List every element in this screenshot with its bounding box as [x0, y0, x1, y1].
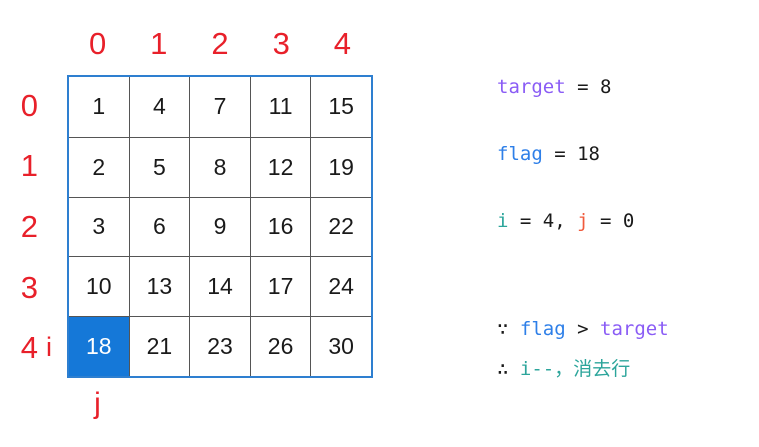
matrix-row: 10 13 14 17 24 — [69, 256, 371, 317]
token-equals: = — [542, 143, 578, 165]
matrix-cell-2-4[interactable]: 22 — [310, 197, 371, 257]
matrix-cell-0-3[interactable]: 11 — [249, 77, 311, 137]
matrix-cell-4-4[interactable]: 30 — [310, 317, 371, 376]
token-i: i — [497, 210, 509, 232]
matrix-cell-3-1[interactable]: 13 — [128, 257, 190, 317]
column-index-0: 0 — [88, 26, 107, 61]
annotation-panel: target = 8 flag = 18 i = 4, j = 0 ∵ flag… — [497, 62, 759, 442]
row-index-0: 0 — [20, 87, 38, 123]
column-pointer-mark-j: j — [94, 387, 101, 420]
column-index-header: 0 1 2 3 4 — [67, 22, 373, 66]
token-flag: flag — [497, 143, 543, 165]
matrix-cell-0-4[interactable]: 15 — [310, 77, 371, 137]
matrix-cell-0-0[interactable]: 1 — [92, 93, 106, 120]
token-i-value: 4 — [542, 210, 555, 232]
matrix-row: 2 5 8 12 19 — [69, 136, 371, 197]
row-index-header: 0 1 2 3 4 i — [0, 75, 64, 378]
matrix-cell-2-3[interactable]: 16 — [249, 197, 311, 257]
row-pointer-mark-i: i — [46, 332, 52, 363]
therefore-symbol-icon: ∴ — [497, 358, 509, 380]
matrix-cell-3-3[interactable]: 17 — [249, 257, 311, 317]
annotation-line-therefore: ∴ i--，消去行 — [497, 354, 630, 381]
matrix-cell-4-3[interactable]: 26 — [249, 317, 311, 376]
row-index-1: 1 — [20, 148, 38, 184]
token-equals: = — [588, 210, 623, 232]
row-index-entry-2: 2 — [0, 196, 64, 257]
matrix-cell-2-2[interactable]: 9 — [189, 197, 250, 257]
row-index-entry-3: 3 — [0, 257, 64, 318]
matrix-cell-2-1[interactable]: 6 — [128, 197, 190, 257]
token-target-value: 8 — [599, 76, 612, 98]
matrix-cell-4-1[interactable]: 21 — [128, 317, 190, 376]
row-index-2: 2 — [20, 208, 38, 244]
annotation-line-target: target = 8 — [497, 76, 611, 98]
column-index-3: 3 — [272, 26, 290, 61]
matrix-cell-1-0[interactable]: 2 — [92, 153, 106, 180]
matrix-cell-2-0[interactable]: 3 — [92, 213, 106, 240]
token-target: target — [600, 318, 669, 340]
matrix-cell-1-4[interactable]: 19 — [310, 137, 371, 197]
token-j-value: 0 — [622, 210, 635, 232]
matrix-cell-4-0-highlighted[interactable]: 18 — [69, 317, 129, 376]
token-space — [508, 318, 519, 340]
column-index-1: 1 — [150, 26, 168, 61]
matrix-cell-1-3[interactable]: 12 — [249, 137, 311, 197]
token-greater-than: > — [565, 318, 600, 340]
row-index-3: 3 — [20, 269, 38, 305]
row-index-entry-0: 0 — [0, 75, 64, 136]
token-j: j — [577, 210, 589, 232]
token-fullwidth-comma: ， — [554, 358, 574, 380]
matrix-cell-3-0[interactable]: 10 — [86, 273, 112, 300]
token-comma: , — [554, 210, 578, 232]
matrix-row: 3 6 9 16 22 — [69, 196, 371, 257]
matrix-cell-0-2[interactable]: 7 — [189, 77, 250, 137]
because-symbol-icon: ∵ — [497, 318, 509, 340]
annotation-line-indices: i = 4, j = 0 — [497, 210, 634, 232]
token-flag: flag — [519, 318, 566, 340]
matrix-cell-0-1[interactable]: 4 — [128, 77, 190, 137]
annotation-line-because: ∵ flag > target — [497, 318, 669, 340]
row-index-entry-4: 4 i — [0, 317, 64, 378]
matrix-cell-3-2[interactable]: 14 — [189, 257, 250, 317]
token-equals: = — [508, 210, 543, 232]
row-index-4: 4 — [20, 330, 38, 366]
matrix-row: 18 21 23 26 30 — [69, 316, 371, 376]
matrix-cell-4-2[interactable]: 23 — [189, 317, 250, 376]
column-index-2: 2 — [211, 26, 229, 61]
matrix-cell-3-4[interactable]: 24 — [310, 257, 371, 317]
token-target: target — [497, 76, 566, 98]
row-index-entry-1: 1 — [0, 136, 64, 197]
token-space — [508, 358, 519, 380]
matrix-cell-1-2[interactable]: 8 — [189, 137, 250, 197]
column-index-4: 4 — [333, 26, 352, 61]
annotation-line-flag: flag = 18 — [497, 143, 600, 165]
token-i-decrement: i-- — [519, 358, 555, 380]
token-equals: = — [565, 76, 600, 98]
token-eliminate-row-note: 消去行 — [573, 358, 631, 380]
matrix-row: 1 4 7 11 15 — [69, 77, 371, 137]
matrix-figure: 0 1 2 3 4 0 1 2 3 4 i 1 4 7 — [0, 22, 373, 420]
token-flag-value: 18 — [577, 143, 600, 165]
matrix-grid: 1 4 7 11 15 2 5 8 12 19 3 6 9 16 22 10 1… — [67, 75, 373, 378]
matrix-cell-1-1[interactable]: 5 — [128, 137, 190, 197]
